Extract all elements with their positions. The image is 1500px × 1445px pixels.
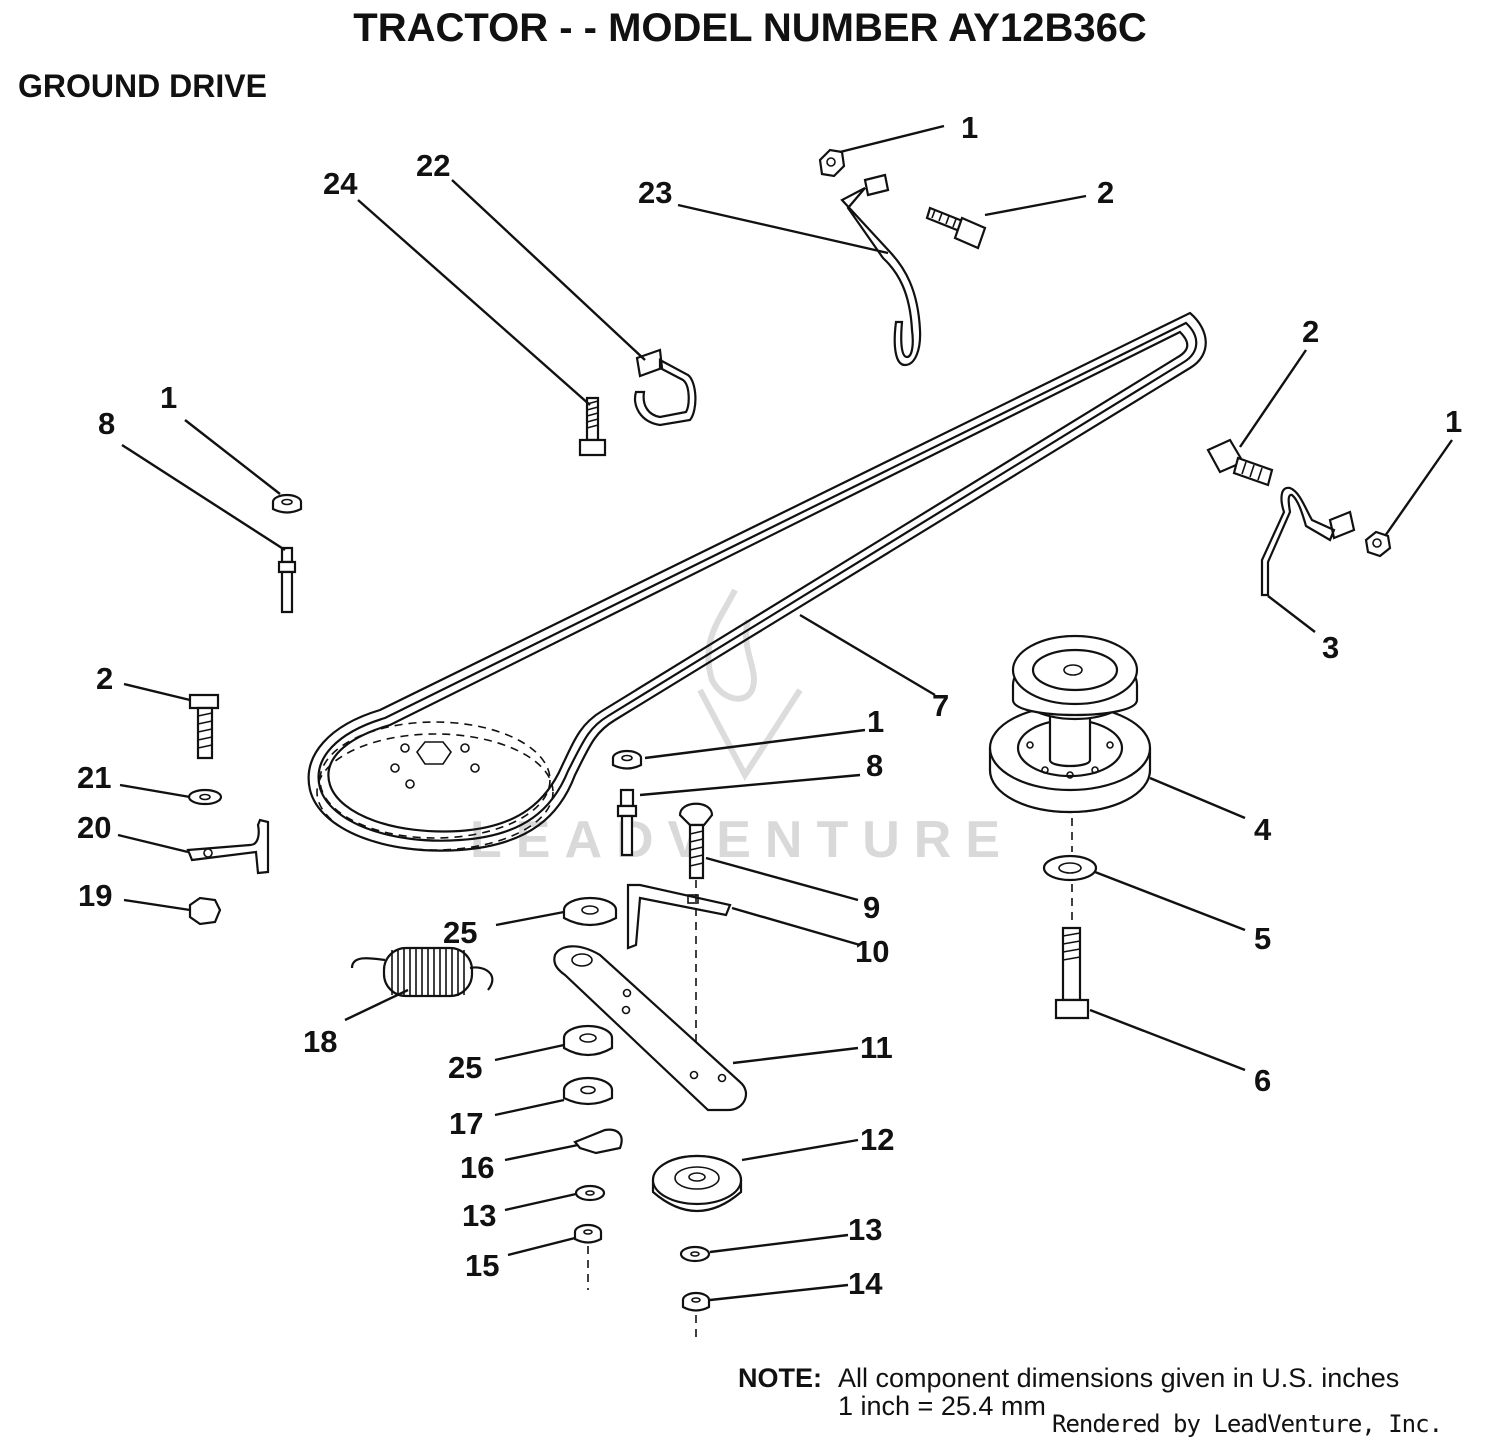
callout-8: 8 [866, 748, 883, 783]
note-line-2: 1 inch = 25.4 mm [838, 1391, 1046, 1421]
spacer-washer [1042, 854, 1098, 882]
hex-bolt [1054, 926, 1090, 1020]
spring-clip [573, 1128, 623, 1155]
bushing [562, 1024, 614, 1057]
drive-belt[interactable] [307, 311, 1207, 852]
render-credit: Rendered by LeadVenture, Inc. [1052, 1410, 1443, 1438]
belt-guide-bracket-upper[interactable] [840, 173, 922, 367]
stud [616, 788, 638, 857]
shoulder-bolt [925, 206, 987, 250]
callout-2: 2 [1097, 175, 1114, 210]
callout-4: 4 [1254, 812, 1272, 847]
hex-nut [818, 148, 846, 178]
idler-bracket[interactable] [626, 883, 732, 950]
callout-9: 9 [863, 890, 880, 925]
callout-10: 10 [855, 934, 889, 969]
watermark-logo [697, 588, 803, 781]
thick-washer [562, 1076, 614, 1106]
hex-nut [573, 1223, 603, 1244]
bushing [562, 896, 618, 927]
hex-nut [611, 749, 643, 770]
callout-1: 1 [160, 380, 177, 415]
callout-13: 13 [848, 1212, 882, 1247]
callout-3: 3 [1322, 630, 1339, 665]
belt-keeper-bracket[interactable] [186, 818, 270, 875]
hex-nut [1364, 530, 1392, 558]
page-title: TRACTOR - - MODEL NUMBER AY12B36C [353, 6, 1147, 50]
callout-18: 18 [303, 1024, 337, 1059]
callout-19: 19 [78, 878, 112, 913]
double-pulley[interactable] [988, 634, 1152, 814]
belt-guide-bracket-right[interactable] [1260, 486, 1356, 597]
hex-nut [681, 1291, 711, 1312]
lock-nut [188, 896, 222, 926]
callout-7: 7 [932, 688, 949, 723]
idler-arm[interactable] [553, 945, 748, 1112]
carriage-bolt-center [678, 802, 714, 880]
shoulder-bolt-right [1206, 438, 1274, 487]
callout-6: 6 [1254, 1063, 1271, 1098]
flat-washer [187, 788, 223, 806]
callout-14: 14 [848, 1266, 883, 1301]
callout-25: 25 [443, 915, 477, 950]
carriage-bolt [188, 693, 220, 760]
callout-11: 11 [860, 1030, 893, 1065]
callout-1: 1 [867, 704, 884, 739]
callout-15: 15 [465, 1248, 499, 1283]
diagram-subtitle: GROUND DRIVE [18, 68, 267, 104]
hex-nut [271, 493, 303, 514]
callout-16: 16 [460, 1150, 494, 1185]
stud [277, 546, 297, 614]
idler-pulley[interactable] [651, 1154, 743, 1212]
callout-12: 12 [860, 1122, 894, 1157]
callout-2: 2 [96, 661, 113, 696]
callout-17: 17 [449, 1106, 483, 1141]
watermark-text: LEADVENTURE [470, 811, 1015, 869]
callout-2: 2 [1302, 314, 1319, 349]
note-label: NOTE: [738, 1363, 822, 1393]
callout-5: 5 [1254, 921, 1271, 956]
extension-spring[interactable] [350, 946, 494, 998]
callout-24: 24 [323, 166, 358, 201]
callout-8: 8 [98, 406, 115, 441]
callout-20: 20 [77, 810, 111, 845]
leader-lines [117, 124, 1453, 1302]
callout-23: 23 [638, 175, 672, 210]
hex-flange-bolt [578, 396, 607, 457]
callout-1: 1 [961, 110, 978, 145]
flat-washer [679, 1245, 711, 1263]
flat-washer [574, 1184, 606, 1202]
callout-13: 13 [462, 1198, 496, 1233]
callout-22: 22 [416, 148, 450, 183]
callout-21: 21 [77, 760, 111, 795]
callout-1: 1 [1445, 404, 1462, 439]
note-line-1: All component dimensions given in U.S. i… [838, 1363, 1400, 1393]
callout-numbers: 1 2 23 22 24 2 1 3 1 8 7 4 2 21 20 19 1 … [77, 110, 1462, 1301]
callout-25: 25 [448, 1050, 482, 1085]
drive-pulley-hub [316, 721, 554, 851]
belt-guide-bracket-22[interactable] [633, 348, 697, 427]
